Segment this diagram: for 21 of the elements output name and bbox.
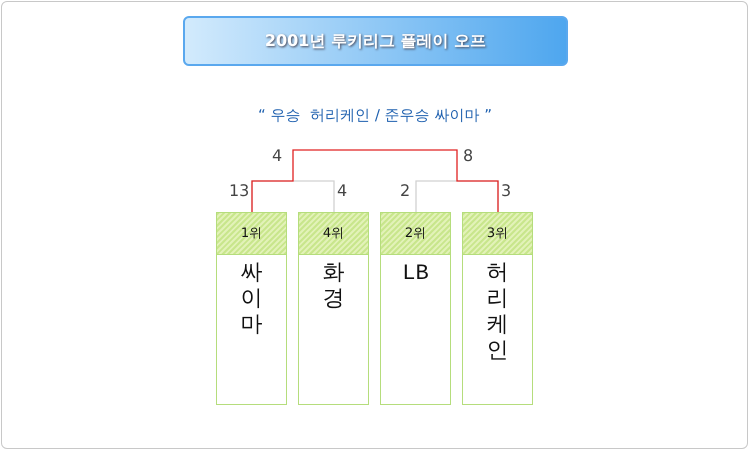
title-banner: 2001년 루키리그 플레이 오프 <box>183 16 568 66</box>
rank-header: 3위 <box>463 213 532 255</box>
score-label: 8 <box>463 146 474 165</box>
score-label: 4 <box>272 146 282 165</box>
team-name: 화경 <box>322 261 344 313</box>
rank-header: 4위 <box>299 213 368 255</box>
team-name: 허리케인 <box>486 261 508 365</box>
team-name: 싸이마 <box>240 261 262 339</box>
bracket-line <box>251 149 499 212</box>
score-label: 4 <box>337 181 348 200</box>
team-card <box>380 212 451 405</box>
score-label: 13 <box>229 181 250 200</box>
rank-header: 1위 <box>217 213 286 255</box>
score-label: 3 <box>501 181 512 200</box>
score-label: 2 <box>400 181 410 200</box>
subtitle: “ 우승 허리케인 / 준우승 싸이마 ” <box>257 106 493 125</box>
team-card <box>216 212 287 405</box>
team-card <box>462 212 533 405</box>
team-card <box>298 212 369 405</box>
rank-header: 2위 <box>381 213 450 255</box>
team-name: LB <box>402 261 429 287</box>
